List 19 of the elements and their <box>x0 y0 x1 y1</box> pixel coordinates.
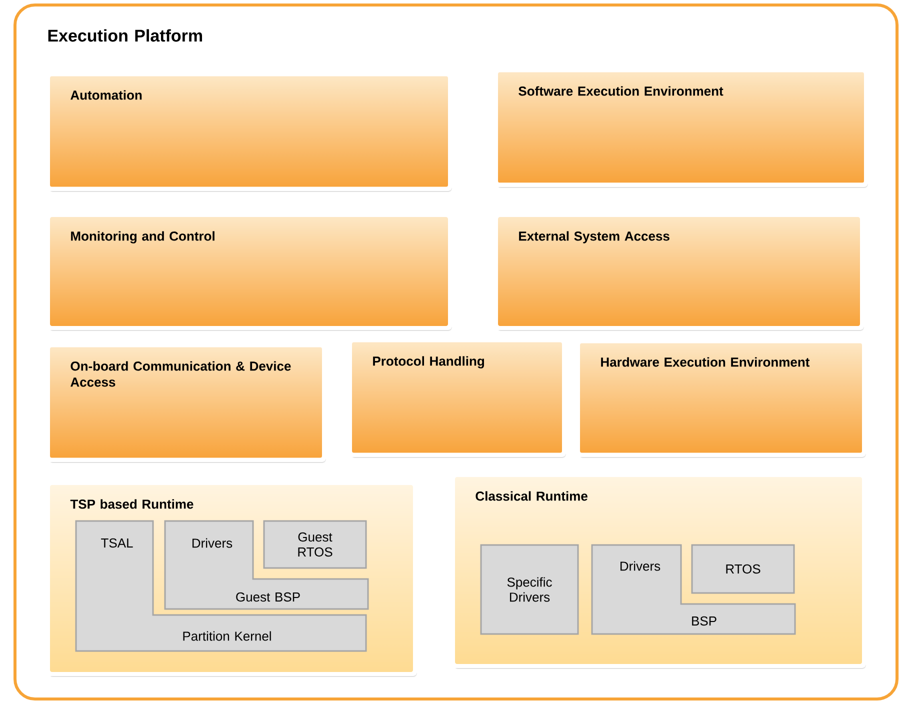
node-label: Automation <box>70 90 142 100</box>
module-box: Hardware Execution Environment <box>576 339 866 458</box>
node-label: On-board Communication & Device Access <box>70 361 291 387</box>
node-label: Monitoring and Control <box>71 231 214 244</box>
node-label: Software Execution Environment <box>518 86 724 96</box>
node-label: TSP based Runtime <box>70 499 194 509</box>
node-label: Hardware Execution Environment <box>601 357 810 367</box>
module-box: External System Access <box>494 213 864 331</box>
node-label: External System Access <box>519 231 670 244</box>
module-box: Software Execution Environment <box>494 68 868 188</box>
layer-box: RTOS <box>691 544 795 594</box>
module-box: On-board Communication & Device Access <box>46 343 326 463</box>
module-box: Protocol Handling <box>348 338 566 458</box>
node-label: Classical Runtime <box>476 491 588 501</box>
module-box: Automation <box>46 72 452 192</box>
node-label: Protocol Handling <box>373 356 484 368</box>
layer-box: Guest RTOS <box>263 520 367 569</box>
layer-box: Specific Drivers <box>480 544 579 635</box>
module-box: Monitoring and Control <box>46 213 452 331</box>
